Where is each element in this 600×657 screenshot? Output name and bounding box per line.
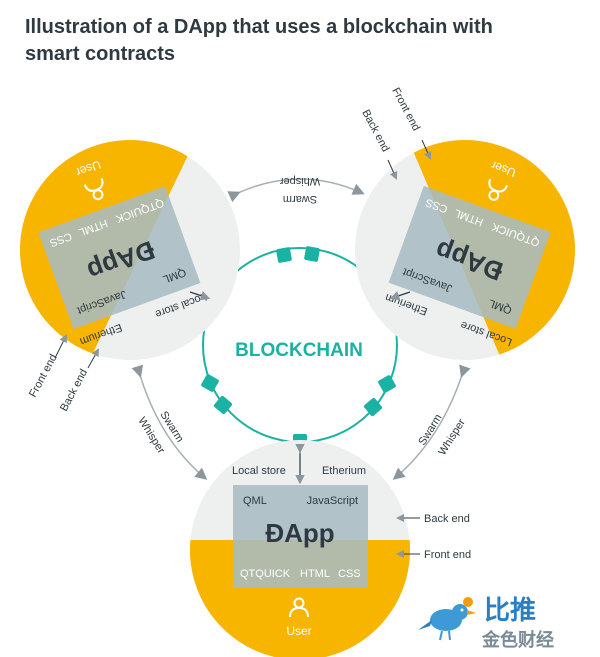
- back-end-label: Back end: [359, 108, 391, 154]
- blockchain-label: BLOCKCHAIN: [235, 340, 363, 361]
- front-end-label: Front end: [27, 352, 60, 399]
- watermark-text-1: 比推: [484, 596, 537, 626]
- node-left: QML JavaScript ĐApp QTQUICK HTML CSS Loc…: [20, 140, 240, 413]
- diagram-title: Illustration of a DApp that uses a block…: [25, 14, 585, 68]
- etherium-label: Etherium: [322, 465, 366, 477]
- block: [213, 395, 233, 415]
- qtquick-label: QTQUICK: [240, 568, 291, 580]
- watermark: 比推 金色财经: [416, 590, 600, 657]
- block: [304, 246, 320, 262]
- back-end-label: Back end: [58, 367, 90, 413]
- user-label: User: [286, 624, 311, 638]
- link-arc-right: [392, 364, 471, 480]
- front-end-arrow: [421, 139, 432, 160]
- back-end-label: Back end: [424, 513, 470, 525]
- node-bottom: QML JavaScript ĐApp QTQUICK HTML CSS Loc…: [190, 440, 471, 657]
- block: [363, 397, 383, 417]
- front-end-label: Front end: [424, 549, 471, 561]
- swarm-label-top: Swarm: [283, 193, 317, 205]
- local-store-label: Local store: [232, 465, 286, 477]
- link-arc-top: [227, 178, 365, 203]
- qml-label: QML: [243, 495, 267, 507]
- block: [378, 375, 396, 393]
- bird-logo-icon: [418, 597, 476, 641]
- dapp-panel: [38, 186, 201, 330]
- whisper-label-top: Whisper: [279, 175, 320, 187]
- dapp-panel: [233, 485, 368, 588]
- back-end-arrow: [87, 348, 99, 369]
- watermark-text-2: 金色财经: [482, 630, 554, 651]
- back-end-arrow: [387, 159, 398, 180]
- block: [276, 247, 292, 263]
- title-line-2: smart contracts: [25, 43, 176, 65]
- connector-arrow: [389, 291, 411, 301]
- block: [201, 374, 219, 392]
- dapp-panel: [388, 185, 551, 329]
- swarm-label-right: Swarm: [416, 412, 444, 447]
- front-end-arrow: [54, 334, 67, 359]
- dapp-label: ĐApp: [265, 518, 334, 548]
- title-line-1: Illustration of a DApp that uses a block…: [25, 16, 493, 38]
- user-icon: [289, 597, 309, 618]
- user-icon: [83, 178, 104, 201]
- user-icon: [488, 178, 509, 201]
- front-end-label: Front end: [389, 86, 422, 133]
- link-arc-left: [131, 364, 208, 480]
- node-right: QML JavaScript ĐApp QTQUICK HTML CSS Loc…: [355, 86, 575, 360]
- css-label: CSS: [338, 568, 361, 580]
- html-label: HTML: [300, 568, 330, 580]
- connector-arrow: [189, 291, 211, 301]
- javascript-label: JavaScript: [307, 495, 358, 507]
